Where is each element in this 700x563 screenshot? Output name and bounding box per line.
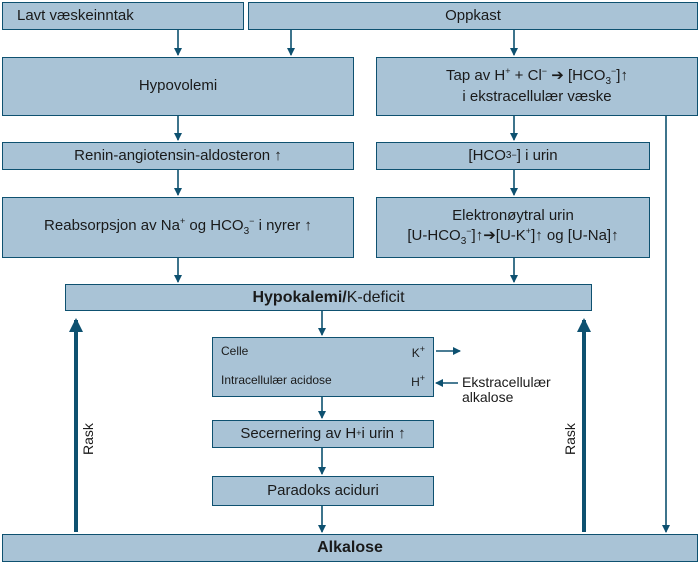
- box-low-intake: Lavt væskeinntak: [2, 2, 244, 30]
- label-rask-left: Rask: [80, 423, 96, 455]
- label-rask-right: Rask: [562, 423, 578, 455]
- box-electroneutral: Elektronøytral urin [U-HCO3−]↑➔[U-K+]↑ o…: [376, 197, 650, 258]
- label-extracellular-alkalosis: Ekstracellulær alkalose: [462, 374, 551, 405]
- box-alkalosis: Alkalose: [2, 534, 698, 562]
- box-paradox-aciduria: Paradoks aciduri: [212, 476, 434, 506]
- box-secretion: Secernering av H+ i urin ↑: [212, 420, 434, 448]
- box-reabsorption: Reabsorpsjon av Na+ og HCO3− i nyrer ↑: [2, 197, 354, 258]
- box-renin: Renin-angiotensin-aldosteron ↑: [2, 142, 354, 170]
- box-hypovolemia: Hypovolemi: [2, 57, 354, 116]
- box-tap: Tap av H+ + Cl− ➔ [HCO3−]↑ i ekstracellu…: [376, 57, 698, 116]
- box-hypokalemia: Hypokalemi/K-deficit: [65, 284, 592, 311]
- box-vomiting: Oppkast: [248, 2, 698, 30]
